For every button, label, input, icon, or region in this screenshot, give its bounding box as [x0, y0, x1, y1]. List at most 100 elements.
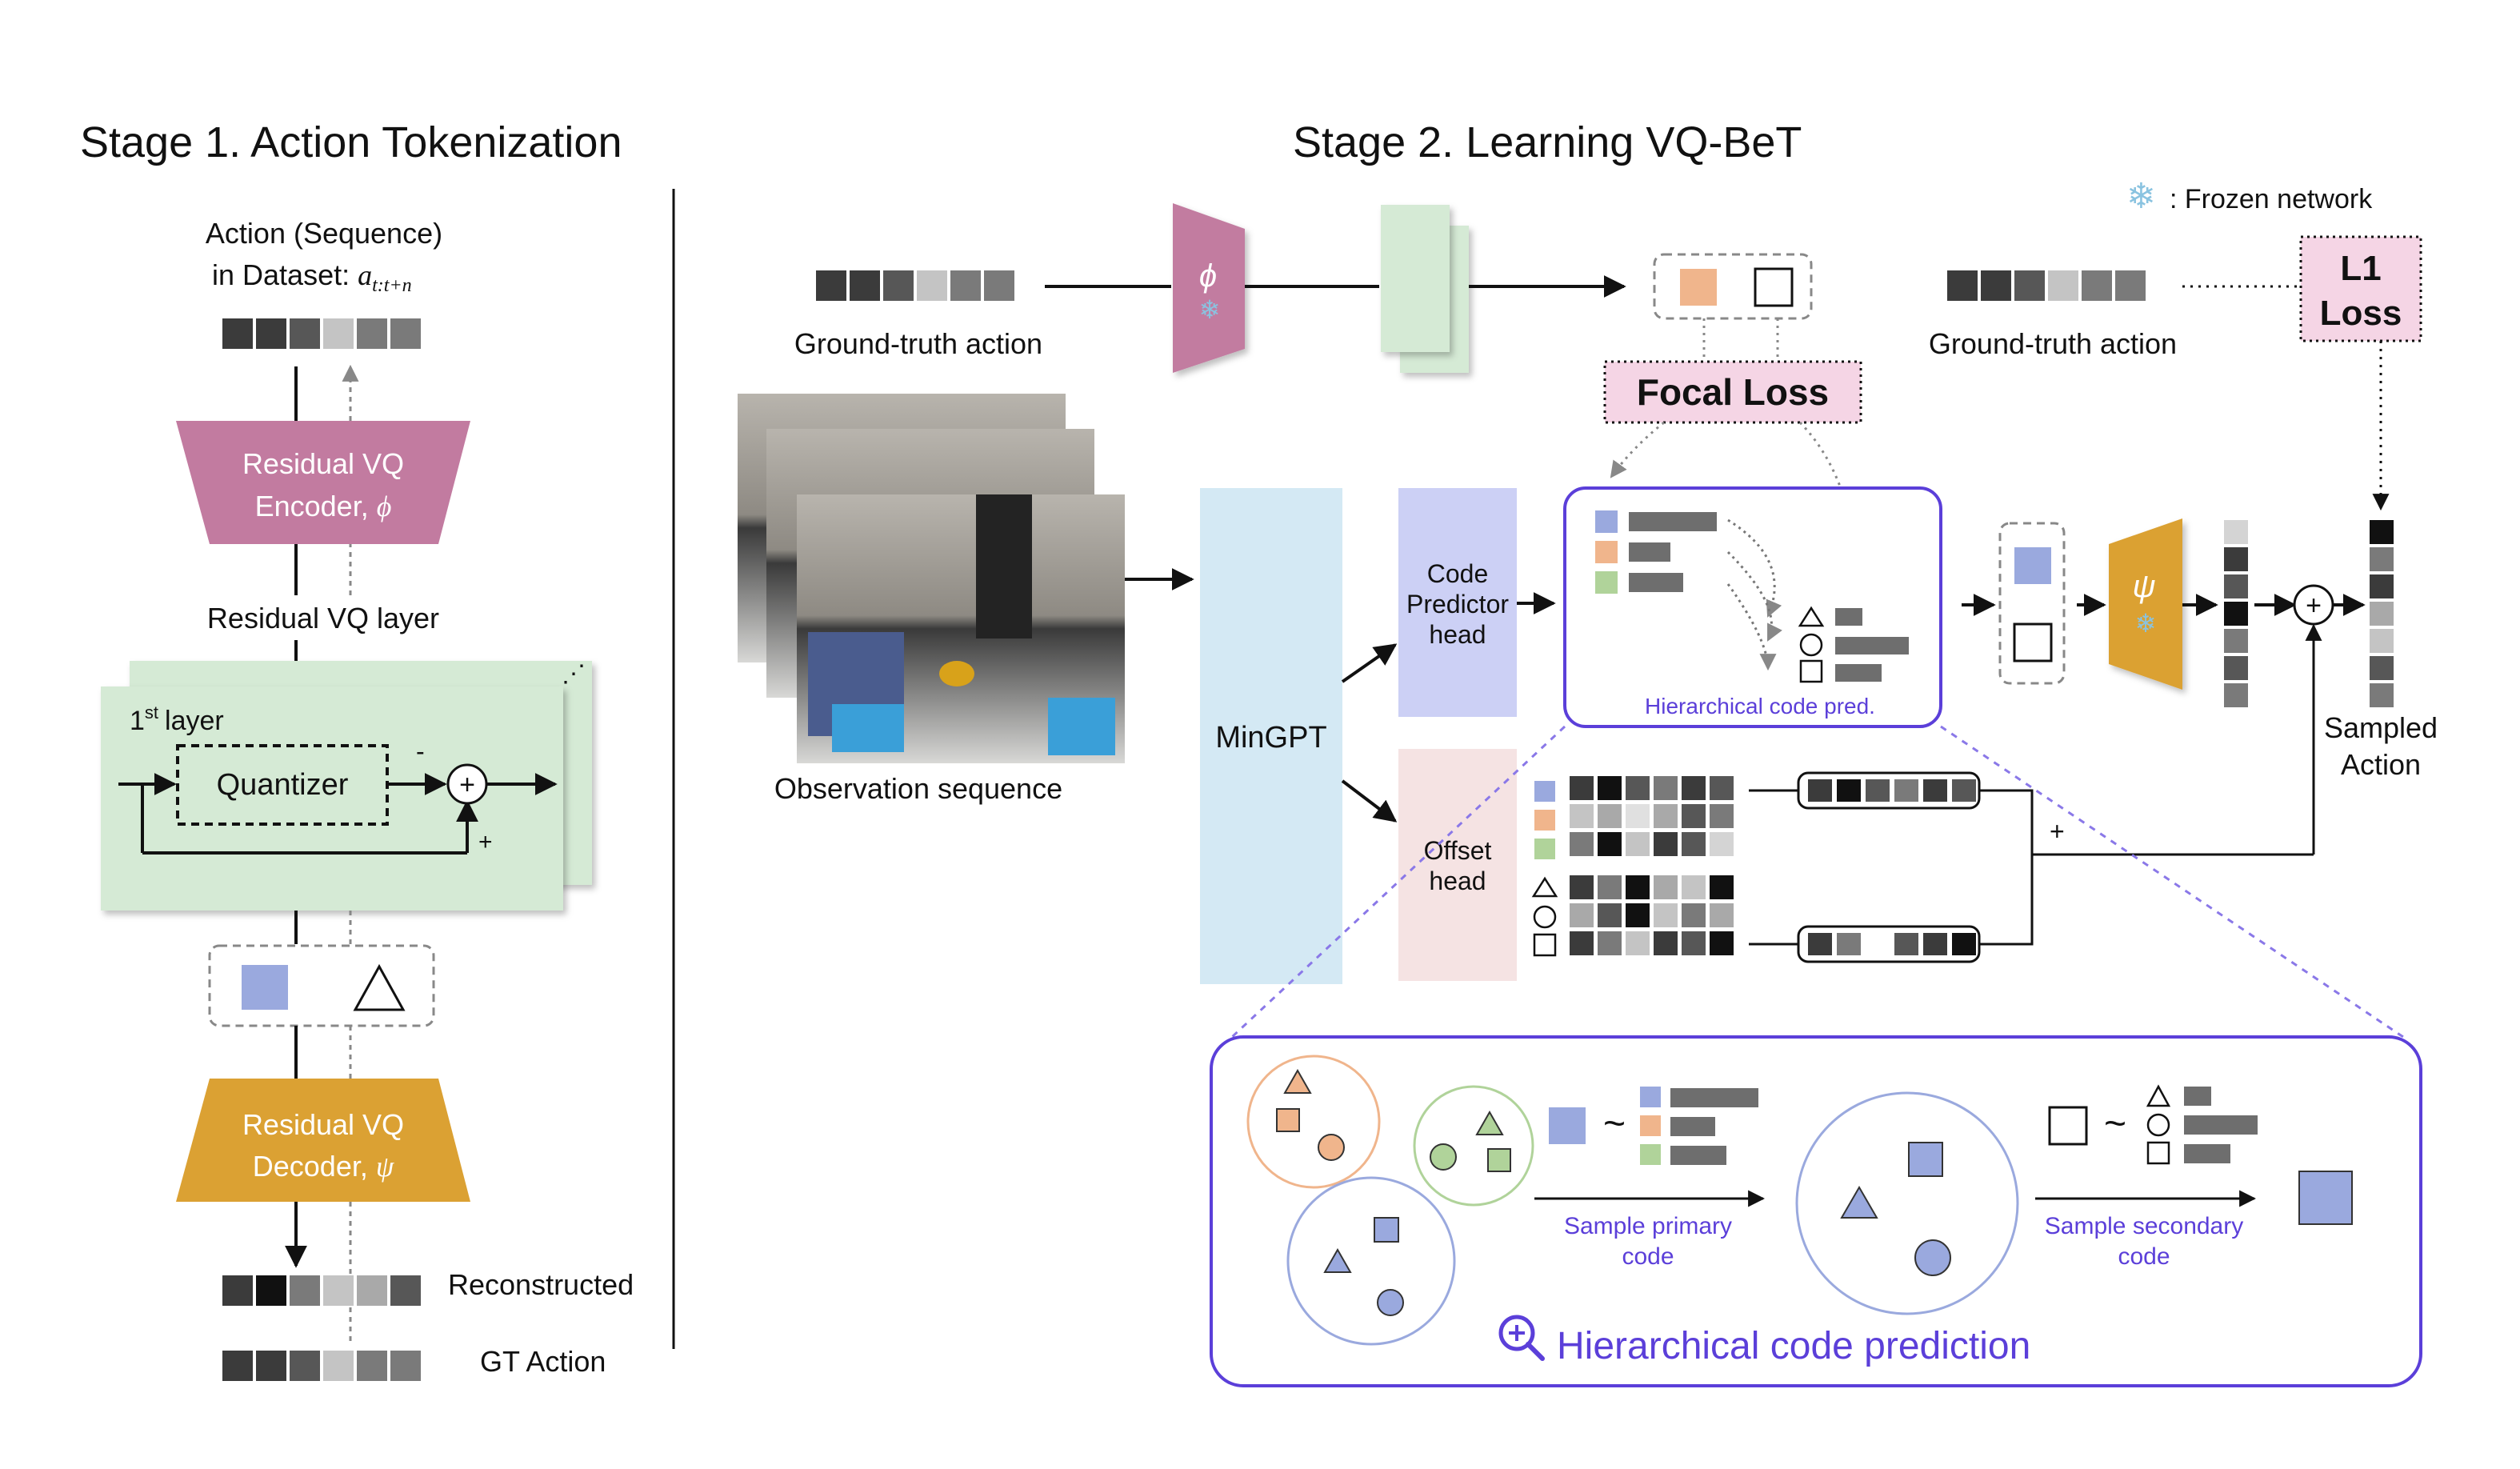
- action-sequence-blocks: [222, 318, 421, 349]
- token-block: [883, 270, 914, 301]
- token-block: [850, 270, 880, 301]
- token-block: [222, 1351, 253, 1381]
- selected-offset-primary: [1797, 771, 1981, 810]
- cluster-blue: [1286, 1176, 1456, 1346]
- token-block: [1923, 779, 1947, 802]
- triangle-icon: [1531, 876, 1558, 898]
- token-block: [2370, 520, 2394, 544]
- offset-cell: [1598, 903, 1622, 927]
- decoder-symbol: ψ: [2132, 569, 2155, 604]
- code-head-line2: Predictor: [1406, 590, 1509, 618]
- snowflake-icon: ❄: [2135, 609, 2157, 638]
- offset-cell: [1598, 804, 1622, 828]
- offset-cell: [1682, 903, 1706, 927]
- circle-icon: [1533, 905, 1557, 929]
- token-block: [323, 1351, 354, 1381]
- offset-cell: [1654, 875, 1678, 899]
- sampled-action-blocks: [2370, 520, 2394, 707]
- offset-head: Offset head: [1398, 749, 1517, 981]
- square-icon: [1534, 781, 1555, 802]
- l1-loss-box: L1 Loss: [2299, 235, 2422, 342]
- square-icon: [2298, 1171, 2353, 1225]
- token-block: [1952, 779, 1976, 802]
- sampled-action-line2: Action: [2341, 748, 2421, 781]
- offset-cell: [1598, 875, 1622, 899]
- offset-cell: [1626, 804, 1650, 828]
- triangle-icon: [1798, 606, 1825, 627]
- gt-action-label: GT Action: [480, 1345, 606, 1378]
- hierarchical-code-pred-box: Hierarchical code pred.: [1563, 486, 1942, 728]
- encoder-label-line2: Encoder, ϕ: [255, 490, 392, 522]
- offset-cell: [1570, 804, 1594, 828]
- triangle-icon: [1840, 1186, 1878, 1219]
- square-icon: [1534, 810, 1555, 831]
- offset-cell: [1626, 776, 1650, 800]
- offset-cell: [1626, 875, 1650, 899]
- triangle-icon: [353, 963, 406, 1011]
- cluster-green: [1413, 1085, 1534, 1207]
- hier-pred-label: Hierarchical code pred.: [1645, 694, 1875, 718]
- tilde-secondary: ~: [2104, 1103, 2126, 1145]
- code-head-line3: head: [1429, 620, 1486, 649]
- plus-sign: +: [478, 829, 493, 855]
- token-block: [1808, 779, 1832, 802]
- frozen-layer-stack: [1381, 205, 1469, 373]
- square-icon: [1640, 1144, 1661, 1165]
- predicted-code-box: [1998, 522, 2066, 685]
- token-block: [2370, 629, 2394, 653]
- square-icon: [1595, 571, 1618, 594]
- circle-icon: [1430, 1143, 1457, 1171]
- zoom-in-icon: [1498, 1315, 1545, 1361]
- offset-cell: [1570, 776, 1594, 800]
- triangle-icon: [1475, 1110, 1504, 1135]
- token-block: [2115, 270, 2146, 301]
- token-block: [2224, 629, 2248, 653]
- encoder-symbol: ϕ: [1199, 258, 1217, 294]
- offset-grid-secondary: [1570, 875, 1734, 955]
- offset-cell: [1710, 804, 1734, 828]
- offset-cell: [1682, 875, 1706, 899]
- token-block: [222, 318, 253, 349]
- sum-node-symbol: +: [2306, 590, 2322, 621]
- square-icon: [242, 965, 288, 1010]
- offset-cell: [1682, 804, 1706, 828]
- focal-loss-box: Focal Loss: [1603, 360, 1862, 424]
- gt-action-label-left: Ground-truth action: [794, 327, 1042, 360]
- token-block: [2048, 270, 2078, 301]
- stage1-panel: Stage 1. Action Tokenization Action (Seq…: [80, 118, 634, 1381]
- gt-code-box: [1653, 253, 1813, 320]
- square-icon: [1549, 1107, 1586, 1144]
- square-icon: [2146, 1141, 2170, 1165]
- square-icon: [1680, 269, 1717, 306]
- focal-loss-label: Focal Loss: [1637, 371, 1829, 413]
- offset-matrices: [1531, 776, 1734, 957]
- offset-cell: [1598, 931, 1622, 955]
- frozen-decoder: ψ ❄: [2109, 518, 2182, 690]
- offset-cell: [1710, 875, 1734, 899]
- offset-head-line2: head: [1429, 867, 1486, 895]
- square-icon: [2013, 622, 2053, 662]
- square-icon: [1276, 1108, 1300, 1132]
- token-block: [323, 1275, 354, 1306]
- square-icon: [1908, 1142, 1943, 1177]
- offset-cell: [1654, 776, 1678, 800]
- sum-node-symbol: +: [459, 770, 475, 800]
- offset-cell: [1654, 931, 1678, 955]
- snowflake-icon: ❄: [2126, 177, 2156, 216]
- token-block: [1837, 779, 1861, 802]
- tilde-primary: ~: [1603, 1103, 1626, 1145]
- token-block: [2224, 547, 2248, 571]
- offset-cell: [1654, 804, 1678, 828]
- square-icon: [1374, 1217, 1399, 1243]
- triangle-icon: [1283, 1068, 1312, 1094]
- offset-cell: [1626, 903, 1650, 927]
- offset-plus-sign: +: [2050, 817, 2065, 846]
- quantizer-label: Quantizer: [217, 768, 349, 802]
- observation-label: Observation sequence: [774, 772, 1062, 805]
- offset-cell: [1598, 776, 1622, 800]
- square-icon: [2014, 547, 2051, 584]
- offset-cell: [1626, 931, 1650, 955]
